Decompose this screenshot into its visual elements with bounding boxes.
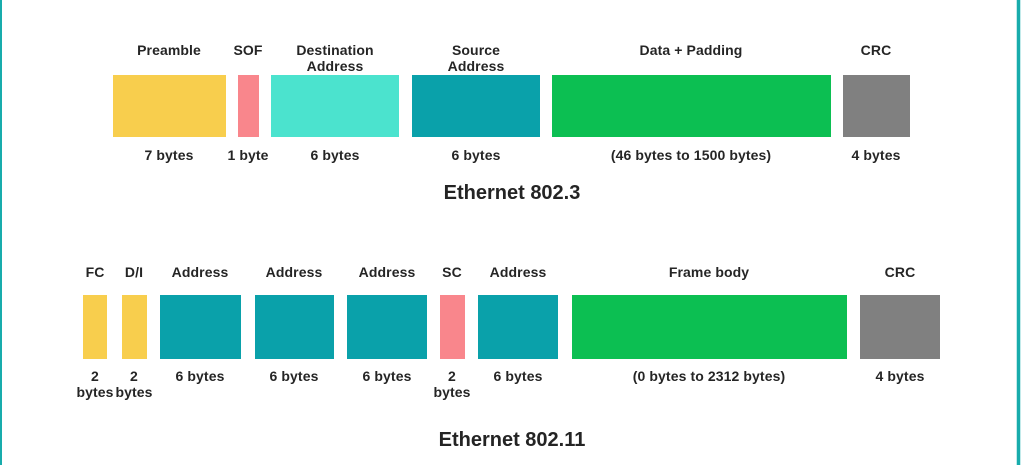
preamble-label: Preamble (137, 42, 201, 58)
sof-box (238, 75, 259, 137)
sc-size: 2 bytes (433, 368, 471, 400)
source-address-size: 6 bytes (451, 147, 501, 163)
di-label: D/I (124, 264, 144, 280)
ethernet-8023-title: Ethernet 802.3 (443, 182, 581, 204)
frame-body-box (572, 295, 847, 359)
crc-8023-label: CRC (860, 42, 892, 58)
right-frame-line-light-2 (1020, 0, 1021, 465)
sof-label: SOF (233, 42, 263, 58)
address4-label: Address (489, 264, 547, 280)
address2-box (255, 295, 334, 359)
address3-box (347, 295, 427, 359)
fc-box (83, 295, 107, 359)
address3-label: Address (358, 264, 416, 280)
destination-address-box (271, 75, 399, 137)
crc-80211-box (860, 295, 940, 359)
crc-8023-box (843, 75, 910, 137)
preamble-box (113, 75, 226, 137)
fc-size: 2 bytes (76, 368, 114, 400)
address1-label: Address (171, 264, 229, 280)
destination-address-size: 6 bytes (310, 147, 360, 163)
crc-8023-size: 4 bytes (851, 147, 901, 163)
data-padding-box (552, 75, 831, 137)
address3-size: 6 bytes (362, 368, 412, 384)
address2-size: 6 bytes (269, 368, 319, 384)
left-frame-line (0, 0, 2, 465)
fc-label: FC (85, 264, 105, 280)
crc-80211-size: 4 bytes (875, 368, 925, 384)
sc-label: SC (442, 264, 462, 280)
address4-size: 6 bytes (493, 368, 543, 384)
di-box (122, 295, 147, 359)
di-size: 2 bytes (115, 368, 153, 400)
sc-box (440, 295, 465, 359)
address1-size: 6 bytes (175, 368, 225, 384)
frame-body-label: Frame body (668, 264, 750, 280)
source-address-label: Source Address (447, 42, 505, 74)
right-frame-line-light (1016, 0, 1017, 465)
data-padding-label: Data + Padding (639, 42, 743, 58)
right-frame-line (1017, 0, 1020, 465)
source-address-box (412, 75, 540, 137)
sof-size: 1 byte (227, 147, 269, 163)
address2-label: Address (265, 264, 323, 280)
preamble-size: 7 bytes (144, 147, 194, 163)
data-padding-size: (46 bytes to 1500 bytes) (610, 147, 772, 163)
address1-box (160, 295, 241, 359)
crc-80211-label: CRC (884, 264, 916, 280)
destination-address-label: Destination Address (296, 42, 374, 74)
frame-body-size: (0 bytes to 2312 bytes) (632, 368, 786, 384)
address4-box (478, 295, 558, 359)
ethernet-80211-title: Ethernet 802.11 (438, 429, 586, 451)
